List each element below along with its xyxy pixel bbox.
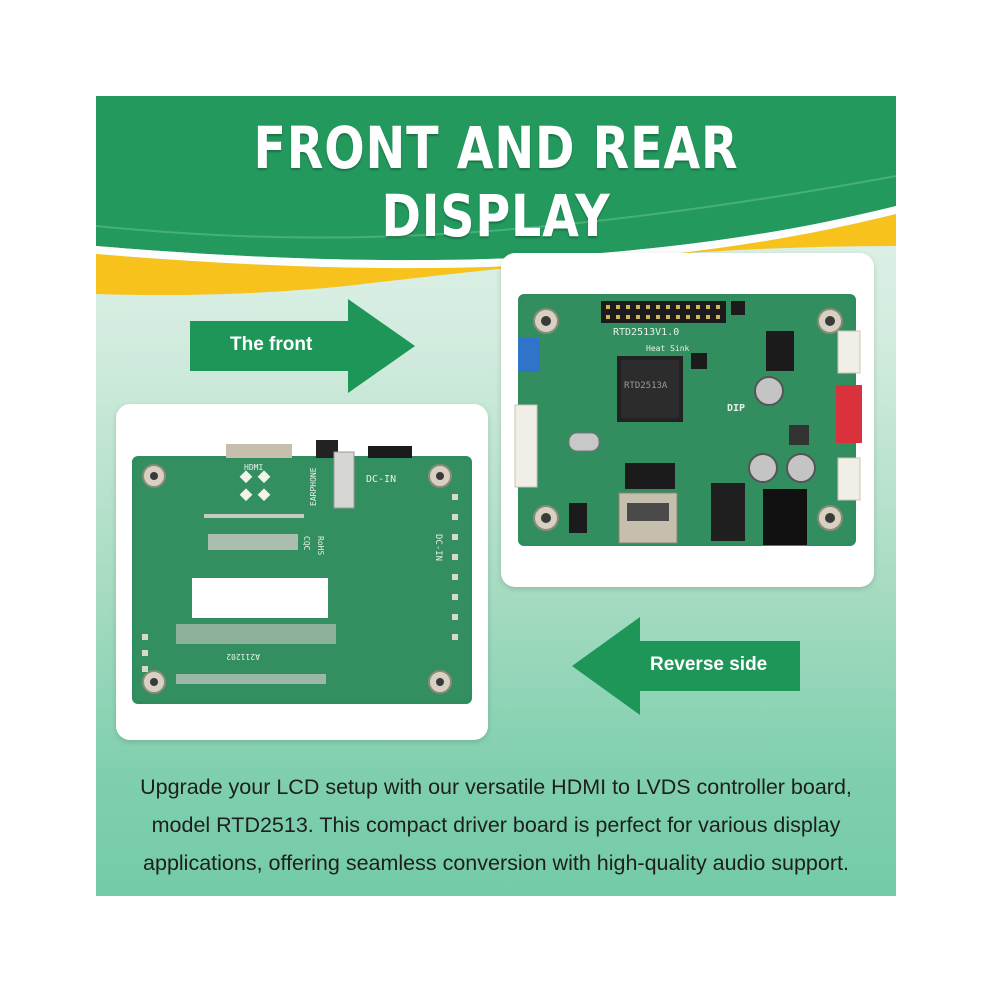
front-board-model-label: RTD2513V1.0 xyxy=(613,327,679,338)
reverse-arrow-label: Reverse side xyxy=(650,654,768,675)
front-board-heatsink-label: Heat Sink xyxy=(646,344,690,353)
front-arrow: The front xyxy=(190,299,415,393)
front-board-chip-label: RTD2513A xyxy=(624,381,668,391)
page-title: FRONT AND REAR DISPLAY xyxy=(253,114,739,250)
rear-board-date-label: A211202 xyxy=(226,652,260,661)
description-line-2: model RTD2513. This compact driver board… xyxy=(151,813,841,837)
reverse-arrow: Reverse side xyxy=(572,617,800,715)
rear-board-rohs-label: RoHS xyxy=(316,536,325,555)
front-board-image: RTD2513V1.0 Heat Sink RTD2513A DIP xyxy=(514,294,862,546)
rear-board-hdmi-label: HDMI xyxy=(244,463,263,472)
rear-board-dcin-side-label: DC-IN xyxy=(433,534,443,561)
rear-board-image: HDMI EARPHONE DC-IN DC-IN xyxy=(132,440,472,704)
rear-board-earphone-label: EARPHONE xyxy=(309,467,318,506)
front-arrow-label: The front xyxy=(230,334,313,355)
product-poster: FRONT AND REAR DISPLAY The front Reverse… xyxy=(96,96,896,896)
rear-board-cqc-label: CQC xyxy=(302,536,311,551)
description-line-1: Upgrade your LCD setup with our versatil… xyxy=(140,775,852,799)
product-description: Upgrade your LCD setup with our versatil… xyxy=(96,768,896,882)
front-board-dip-label: DIP xyxy=(727,403,745,414)
title-banner xyxy=(96,96,896,296)
rear-board-card: HDMI EARPHONE DC-IN DC-IN xyxy=(116,404,488,740)
description-line-3: applications, offering seamless conversi… xyxy=(143,851,849,875)
front-board-card: RTD2513V1.0 Heat Sink RTD2513A DIP xyxy=(501,253,874,587)
rear-board-dcin-label: DC-IN xyxy=(366,474,396,485)
